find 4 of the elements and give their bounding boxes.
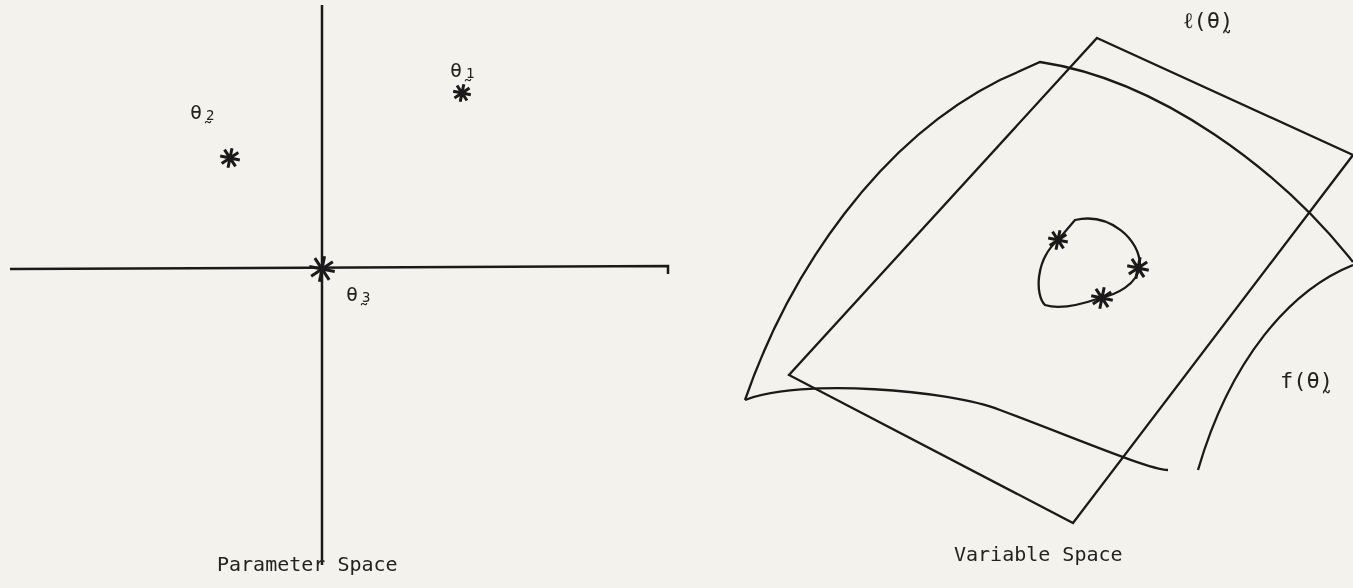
math-symbol-label: f(θ̰) (1280, 368, 1333, 395)
panel-caption: Parameter Space (217, 552, 398, 576)
panel-caption: Variable Space (954, 542, 1123, 566)
math-symbol-label: ℓ(θ̰) (1183, 8, 1234, 35)
